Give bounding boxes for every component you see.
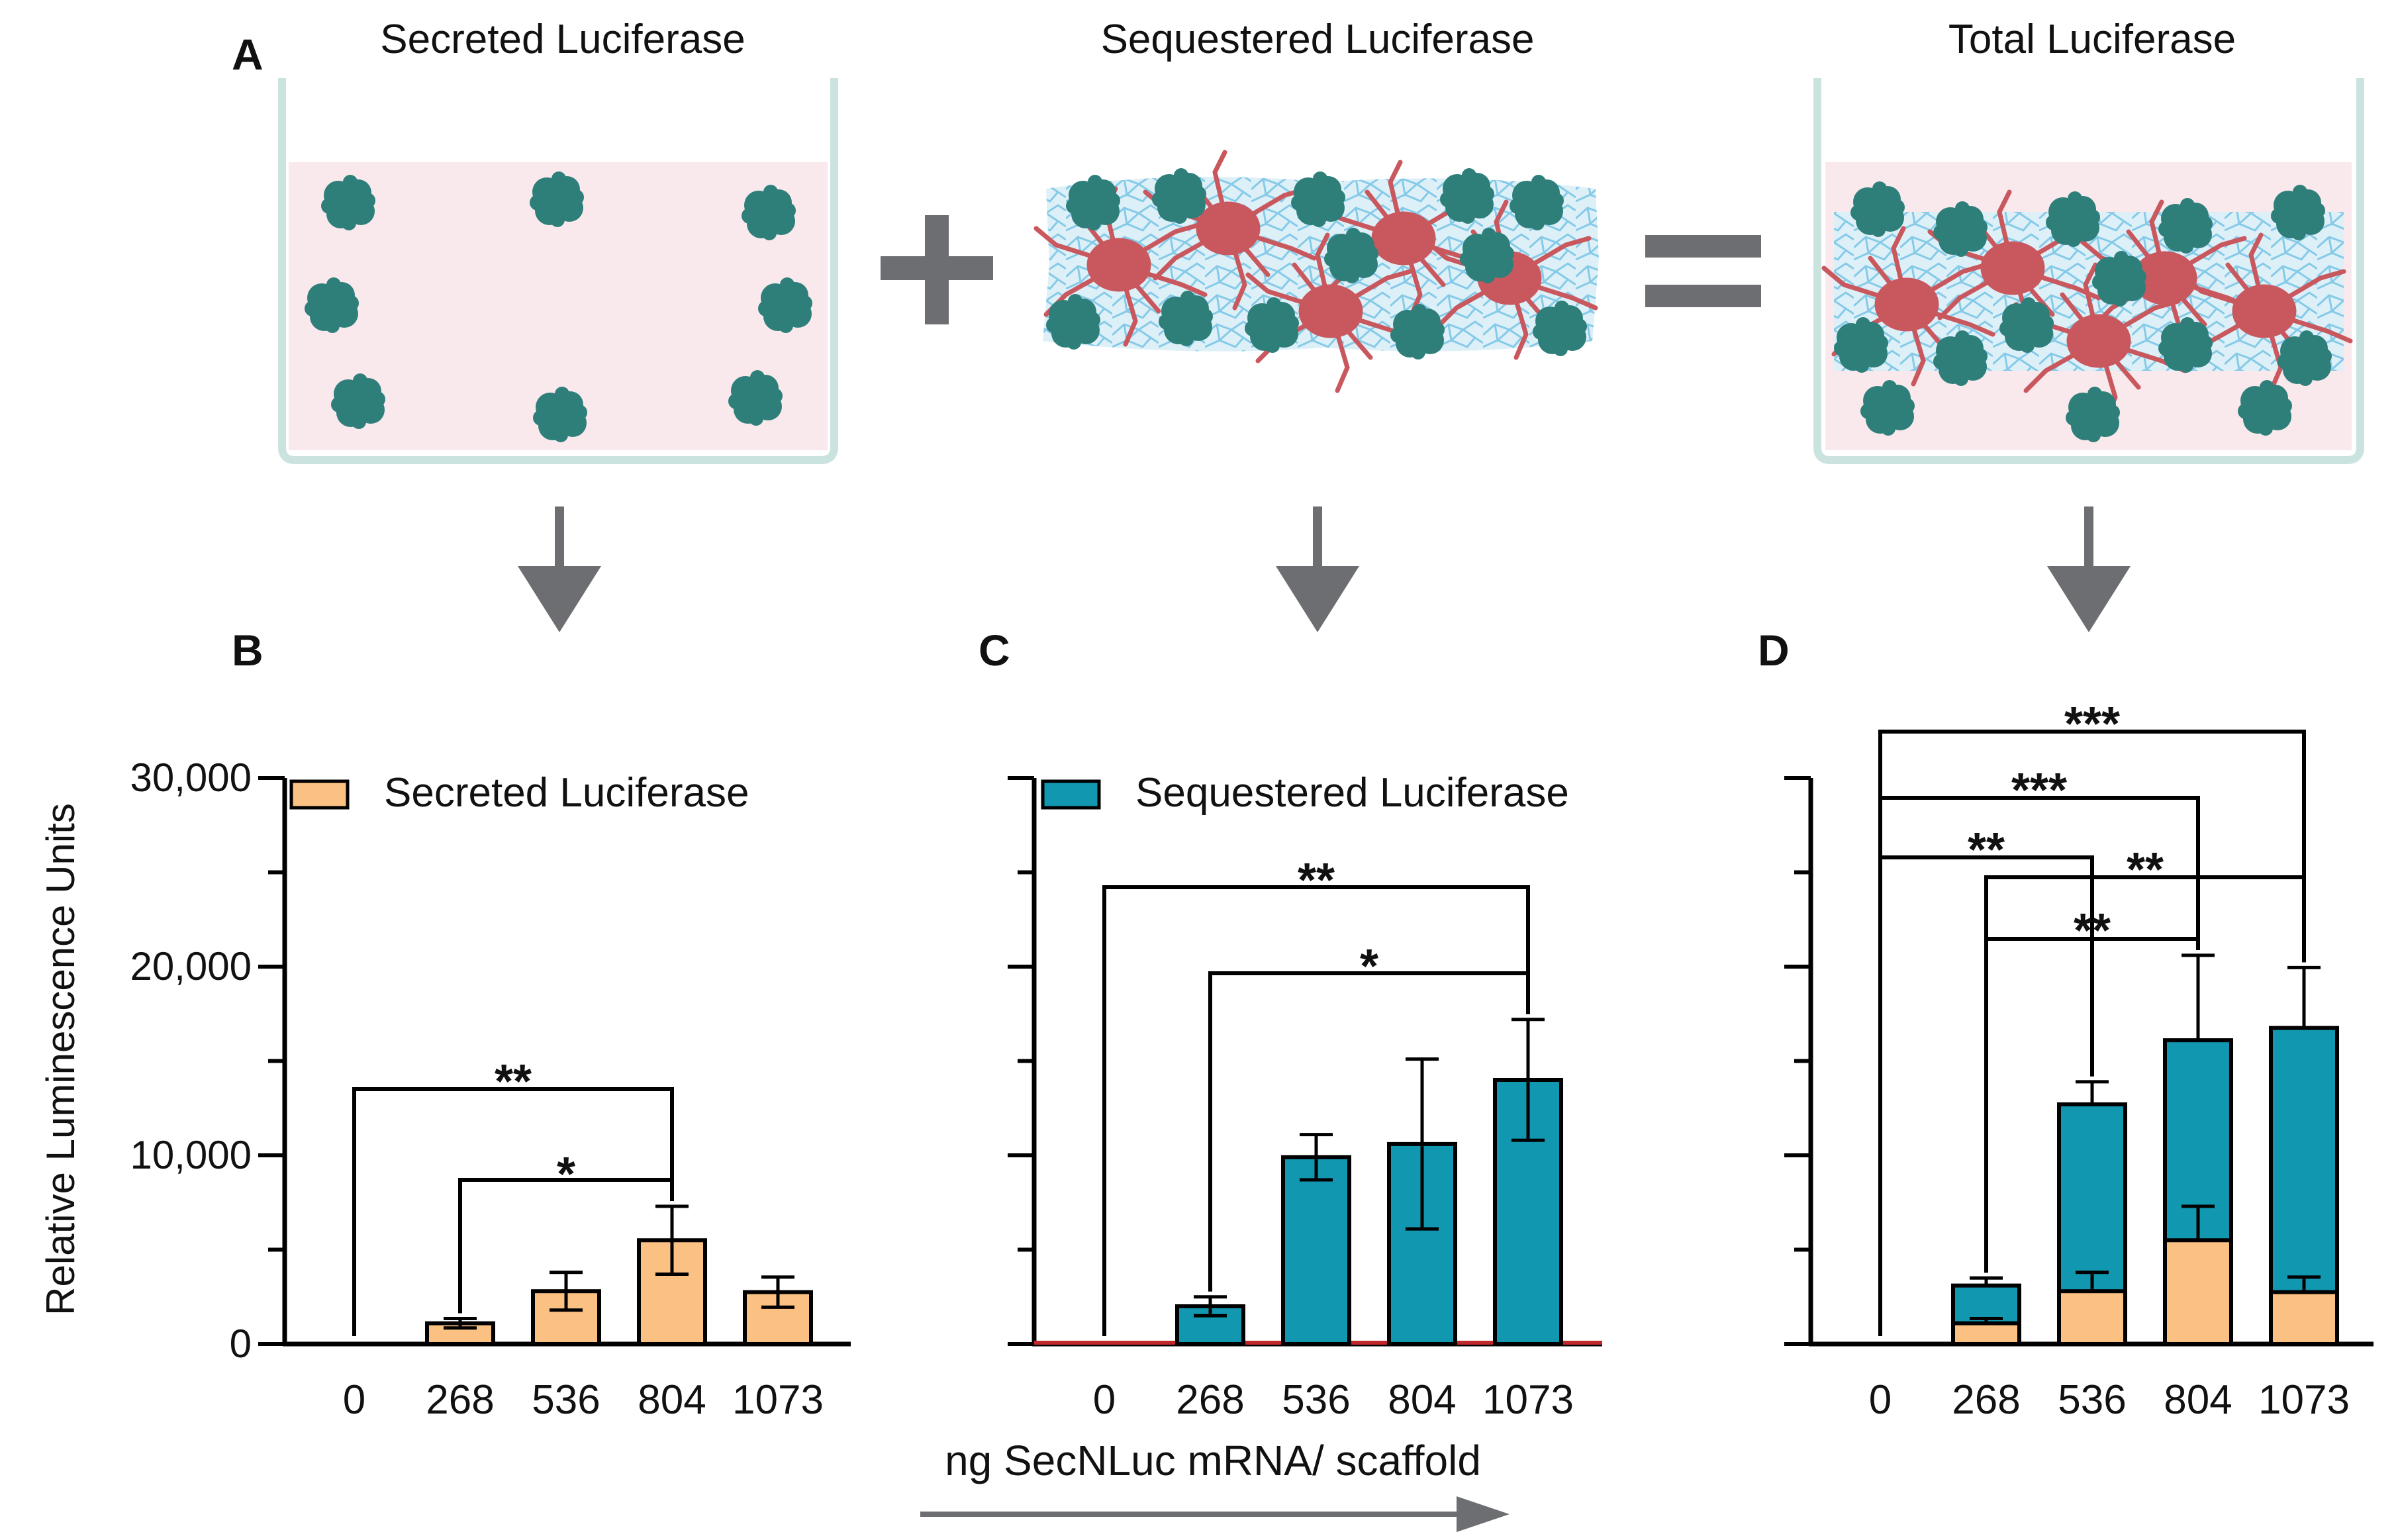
bar bbox=[1175, 1304, 1245, 1346]
down-arrow-icons bbox=[518, 506, 2131, 632]
panel-letter-b: B bbox=[232, 626, 264, 675]
down-arrow-icon bbox=[2047, 506, 2131, 632]
x-tick-label: 1073 bbox=[1482, 1377, 1574, 1423]
bar-secreted bbox=[2269, 1290, 2339, 1346]
significance-bracket bbox=[1102, 885, 1530, 1336]
bar-secreted bbox=[2057, 1289, 2127, 1346]
y-tick-label: 20,000 bbox=[130, 944, 252, 988]
total-dish bbox=[1813, 78, 2364, 464]
significance-label: *** bbox=[2064, 698, 2120, 751]
legend-swatch bbox=[289, 779, 350, 810]
bar bbox=[1493, 1078, 1563, 1346]
x-tick-label: 536 bbox=[2058, 1377, 2126, 1423]
significance-bracket bbox=[1208, 971, 1530, 1292]
x-tick-label: 804 bbox=[1388, 1377, 1456, 1423]
significance-bracket bbox=[458, 1178, 674, 1314]
secreted-dish bbox=[278, 78, 838, 464]
significance-label: *** bbox=[2011, 764, 2067, 817]
x-axis-title: ng SecNLuc mRNA/ scaffold bbox=[945, 1437, 1481, 1484]
significance-label: ** bbox=[495, 1055, 532, 1108]
x-tick-label: 268 bbox=[426, 1377, 494, 1423]
bar bbox=[1281, 1155, 1351, 1346]
down-arrow-icon bbox=[1276, 506, 1359, 632]
schematic-label-total: Total Luciferase bbox=[1948, 17, 2236, 62]
x-tick-label: 268 bbox=[1176, 1377, 1244, 1423]
significance-bracket bbox=[352, 1087, 674, 1336]
sequestered-scaffold bbox=[1036, 152, 1599, 391]
x-tick-label: 1073 bbox=[2258, 1377, 2350, 1423]
x-tick-label: 0 bbox=[1093, 1377, 1116, 1423]
significance-label: ** bbox=[2074, 904, 2111, 957]
dish-wall bbox=[278, 78, 838, 464]
x-tick-label: 804 bbox=[638, 1377, 706, 1423]
dish-wall bbox=[1813, 78, 2364, 464]
significance-label: * bbox=[1360, 940, 1378, 993]
significance-label: ** bbox=[2127, 843, 2164, 896]
y-tick-label: 30,000 bbox=[130, 755, 252, 800]
down-arrow-icon bbox=[518, 506, 601, 632]
significance-bracket bbox=[1984, 875, 2306, 1273]
significance-label: ** bbox=[1298, 854, 1335, 907]
panel-letter-c: C bbox=[979, 626, 1010, 675]
legend-swatch bbox=[1041, 779, 1101, 810]
x-tick-label: 0 bbox=[1869, 1377, 1892, 1423]
significance-bracket bbox=[1984, 937, 2200, 1273]
bar-secreted bbox=[1951, 1321, 2021, 1347]
schematic-label-sequestered: Sequestered Luciferase bbox=[1101, 17, 1535, 62]
x-tick-label: 804 bbox=[2164, 1377, 2232, 1423]
legend-label: Sequestered Luciferase bbox=[1135, 770, 1569, 816]
x-tick-label: 1073 bbox=[732, 1377, 824, 1423]
equals-sign bbox=[1645, 235, 1761, 307]
panel-a: A Secreted Luciferase Sequestered Lucife… bbox=[232, 17, 2364, 632]
schematic-label-secreted: Secreted Luciferase bbox=[380, 17, 745, 62]
x-tick-label: 0 bbox=[343, 1377, 365, 1423]
legend-label: Secreted Luciferase bbox=[384, 770, 749, 816]
bar-secreted bbox=[2163, 1238, 2233, 1346]
x-tick-label: 536 bbox=[1282, 1377, 1350, 1423]
x-tick-label: 268 bbox=[1952, 1377, 2020, 1423]
significance-label: * bbox=[557, 1148, 575, 1201]
significance-bracket bbox=[1878, 855, 2094, 1336]
panel-letter-d: D bbox=[1758, 626, 1790, 675]
y-axis-title: Relative Luminescence Units bbox=[38, 803, 83, 1316]
chart-b: 0 10,000 20,000 30,000 0 268 536 804 1073 Secrete… bbox=[130, 755, 851, 1423]
y-tick-label: 0 bbox=[230, 1322, 252, 1366]
x-tick-label: 536 bbox=[532, 1377, 600, 1423]
panel-letter-a: A bbox=[232, 30, 264, 79]
y-tick-label: 10,000 bbox=[130, 1133, 252, 1177]
significance-label: ** bbox=[1968, 824, 2005, 877]
plus-sign bbox=[881, 215, 993, 324]
x-direction-arrow bbox=[920, 1496, 1510, 1532]
